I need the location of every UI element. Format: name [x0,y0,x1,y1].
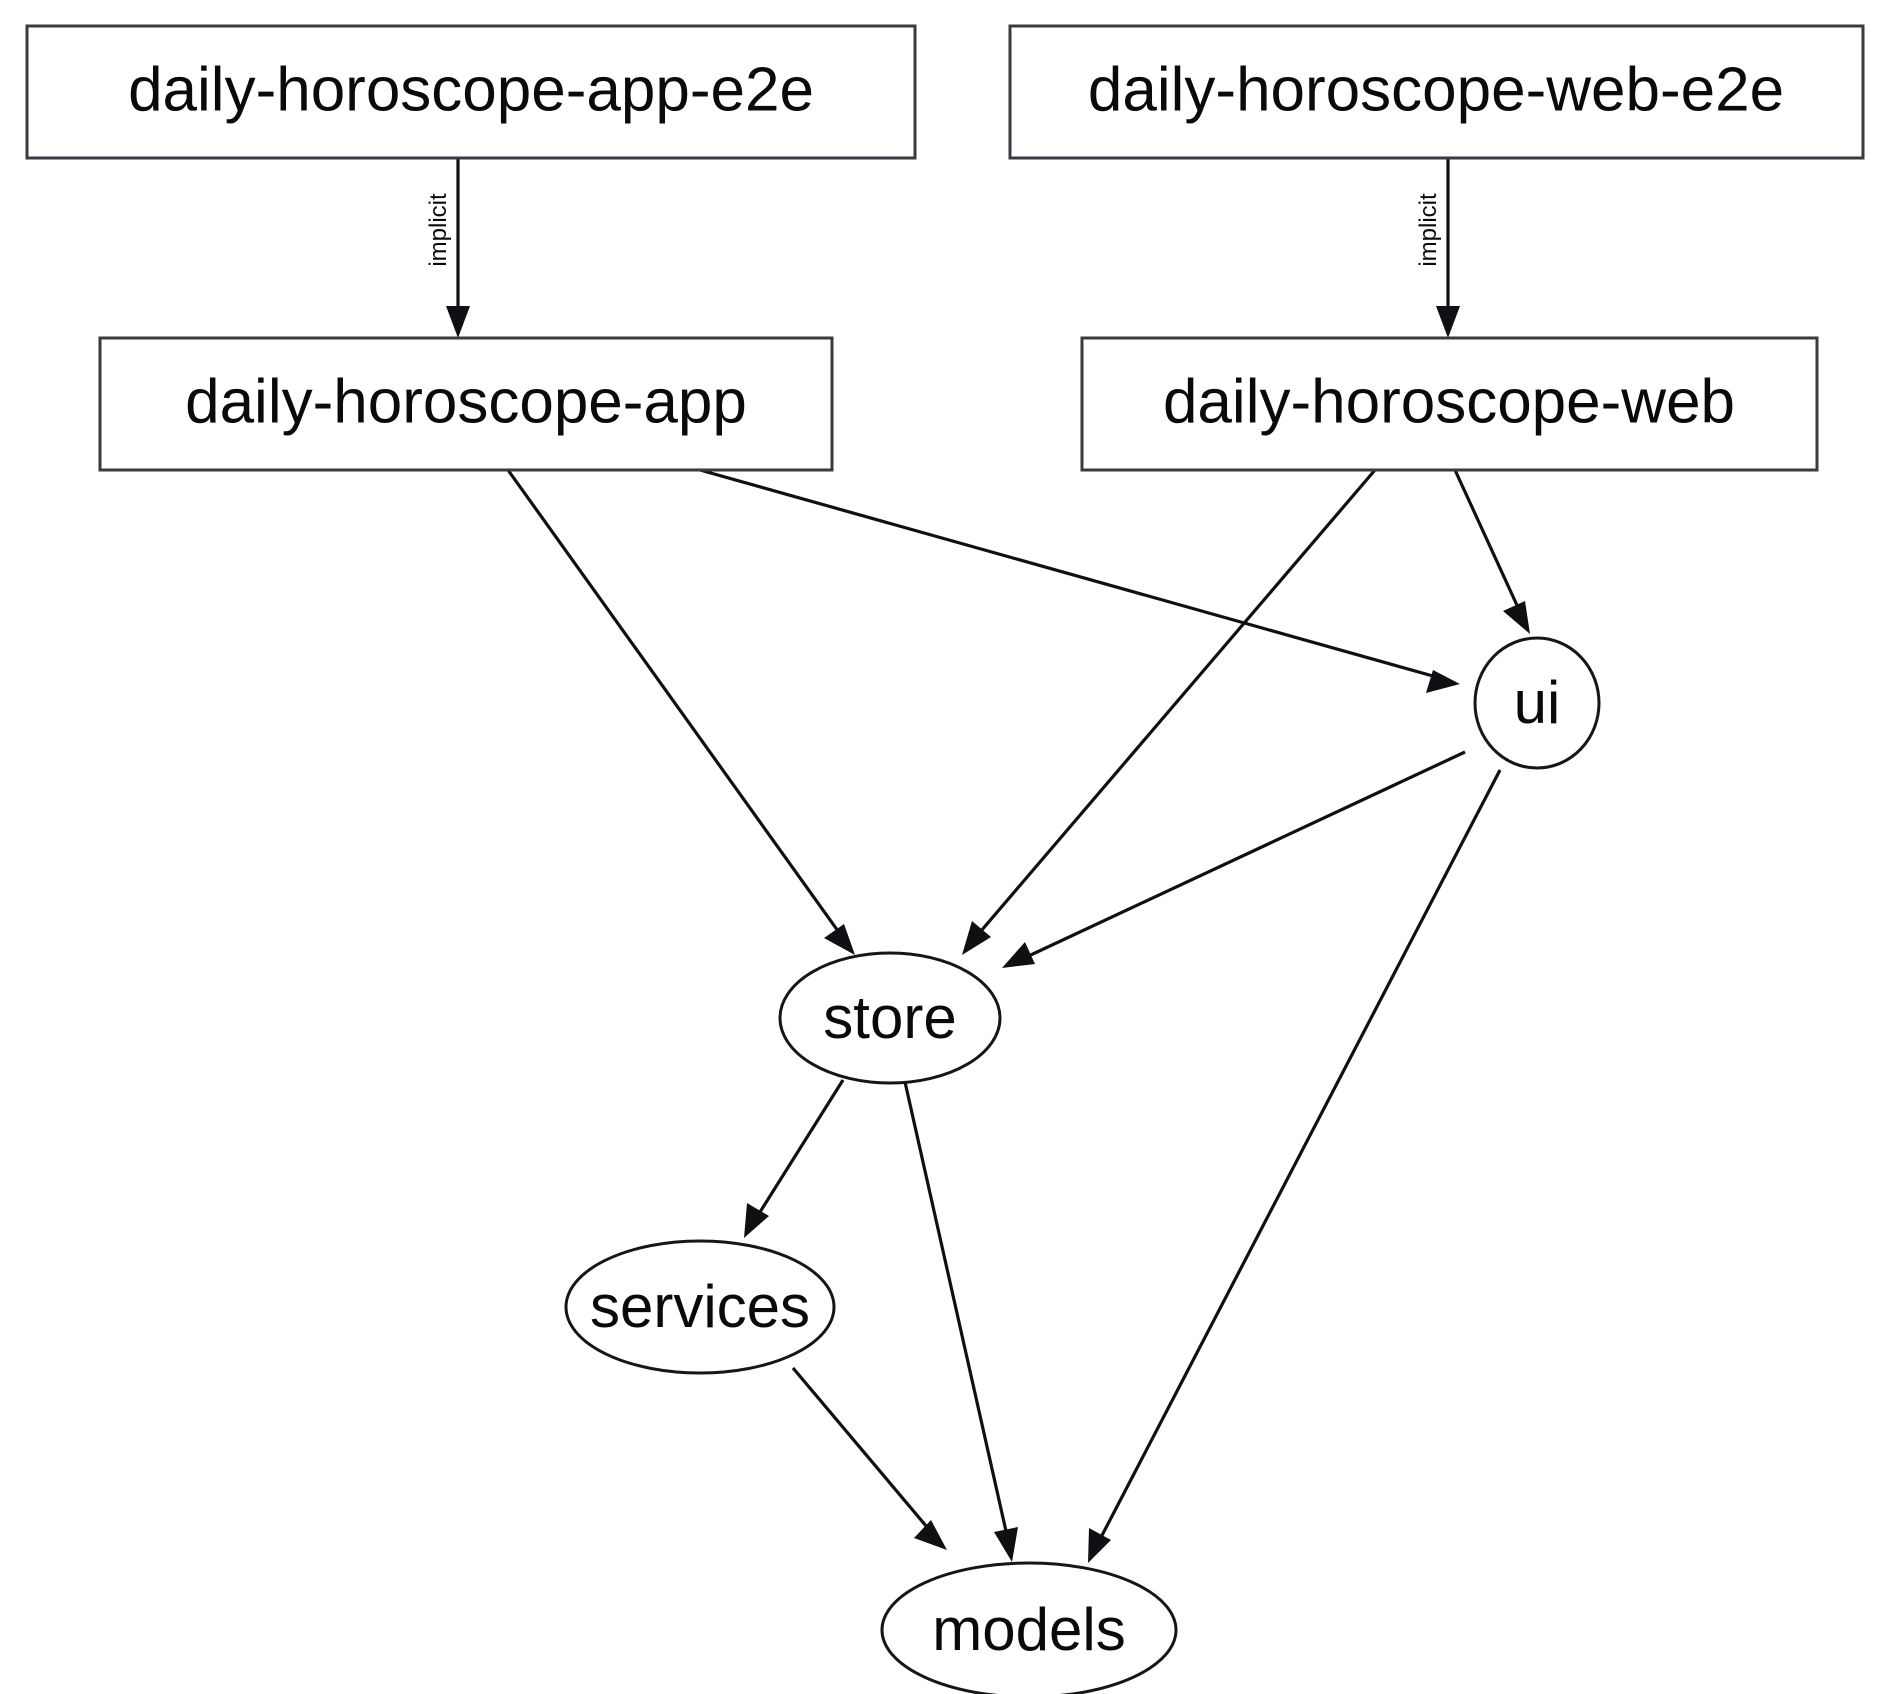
node-label-ui: ui [1514,669,1561,736]
node-label-services: services [590,1273,810,1340]
node-daily-horoscope-app[interactable]: daily-horoscope-app [98,336,834,472]
edge-services-to-models [791,1366,947,1550]
node-label-daily-horoscope-app-e2e: daily-horoscope-app-e2e [128,55,814,124]
node-label-store: store [823,984,956,1051]
edge-ui-to-models [1088,769,1502,1563]
edge-store-to-services [744,1079,845,1238]
edge-web-to-store [962,468,1377,955]
node-label-models: models [932,1596,1125,1663]
edge-label-implicit-app: implicit [425,193,452,267]
edge-web-to-ui [1453,469,1530,634]
edge-ui-to-store [1002,750,1466,968]
node-label-daily-horoscope-app: daily-horoscope-app [185,367,747,436]
node-daily-horoscope-web[interactable]: daily-horoscope-web [1080,336,1819,472]
edge-label-implicit-web: implicit [1415,193,1442,267]
edge-app-to-store [506,469,855,955]
node-label-daily-horoscope-web-e2e: daily-horoscope-web-e2e [1088,55,1784,124]
edge-app-to-ui [699,468,1460,693]
edge-app-e2e-to-app: implicit [425,158,470,338]
node-services[interactable]: services [564,1239,836,1375]
node-store[interactable]: store [778,951,1002,1085]
edge-store-to-models [903,1081,1018,1562]
node-models[interactable]: models [880,1561,1178,1694]
node-ui[interactable]: ui [1473,636,1601,770]
node-daily-horoscope-app-e2e[interactable]: daily-horoscope-app-e2e [25,24,917,160]
node-label-daily-horoscope-web: daily-horoscope-web [1163,367,1735,436]
edge-web-e2e-to-web: implicit [1415,158,1460,338]
node-daily-horoscope-web-e2e[interactable]: daily-horoscope-web-e2e [1008,24,1865,160]
